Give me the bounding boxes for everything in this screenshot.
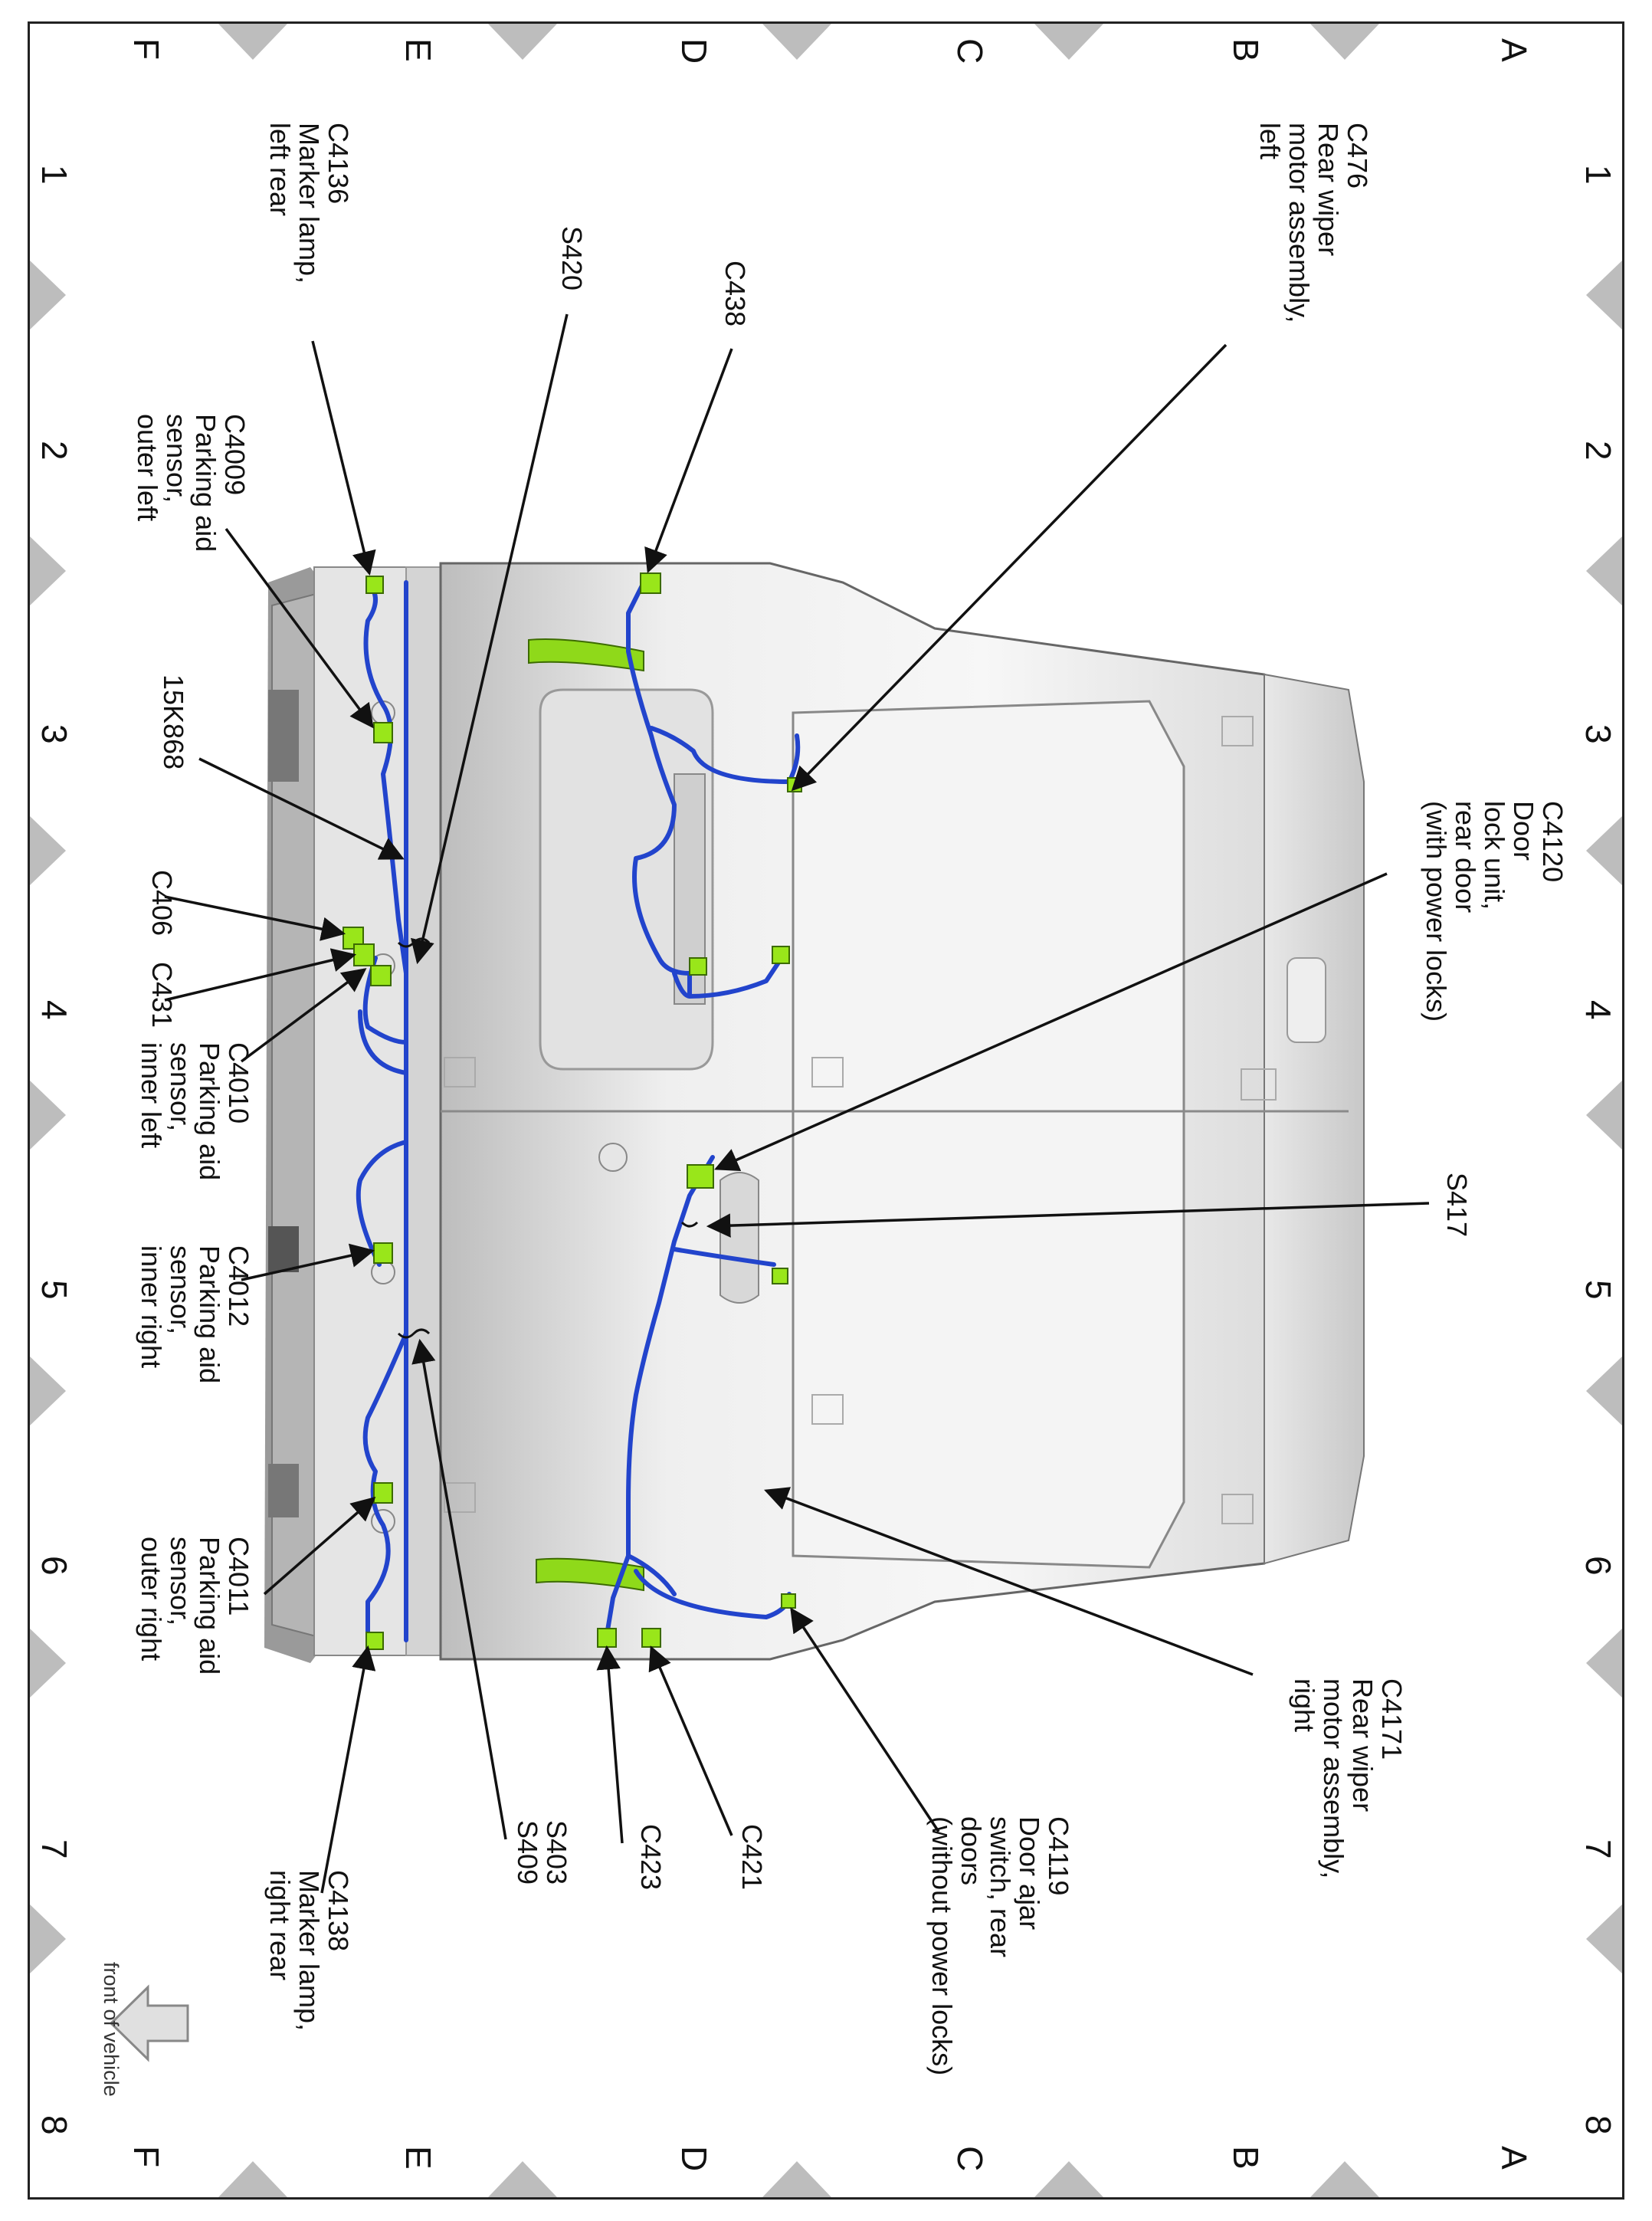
grid-col-label-3: 3	[1578, 724, 1618, 744]
callout-c4119: C4119 Door ajar switch, rear doors (with…	[926, 1816, 1074, 2076]
grid-marker	[30, 1081, 66, 1150]
vehicle-rear-view	[264, 562, 1365, 1663]
grid-row-label-f: F	[126, 38, 166, 61]
callout-s403: S403 S409	[512, 1820, 572, 1885]
grid-row-label-c: C	[950, 2146, 990, 2172]
diagram-frame	[28, 21, 1624, 2200]
callout-c438: C438	[719, 261, 751, 327]
callout-c4120: C4120 Door lock unit, rear door (with po…	[1421, 801, 1568, 1022]
callout-c423: C423	[635, 1824, 667, 1891]
grid-marker	[218, 24, 287, 60]
grid-row-label-a: A	[1494, 2146, 1534, 2170]
grid-marker	[30, 816, 66, 885]
callout-c4011: C4011 Parking aid sensor, outer right	[136, 1537, 254, 1675]
grid-col-label-2: 2	[34, 441, 74, 461]
grid-col-label-8: 8	[1578, 2115, 1618, 2135]
grid-col-label-7: 7	[1578, 1839, 1618, 1859]
grid-col-label-4: 4	[1578, 1000, 1618, 1020]
grid-row-label-b: B	[1226, 38, 1266, 62]
grid-row-label-f: F	[126, 2146, 166, 2168]
grid-marker	[1586, 1629, 1622, 1698]
callout-k868: 15K868	[158, 674, 189, 770]
grid-marker	[30, 1629, 66, 1698]
grid-col-label-1: 1	[1578, 165, 1618, 185]
grid-col-label-4: 4	[34, 1000, 74, 1020]
tail-badge	[1287, 957, 1326, 1043]
grid-marker	[1034, 2161, 1103, 2197]
grid-marker	[1586, 1904, 1622, 1973]
callout-c406: C406	[146, 870, 178, 937]
callout-c431: C431	[146, 962, 178, 1028]
rear-window	[792, 700, 1185, 1569]
grid-col-label-7: 7	[34, 1839, 74, 1859]
grid-marker	[30, 1904, 66, 1973]
callout-s417: S417	[1441, 1173, 1473, 1238]
grid-marker	[1586, 1081, 1622, 1150]
grid-col-label-5: 5	[34, 1280, 74, 1300]
grid-row-label-d: D	[674, 38, 714, 64]
callout-c476: C476 Rear wiper motor assembly, left	[1254, 123, 1373, 323]
grid-col-label-1: 1	[34, 165, 74, 185]
connectors	[343, 572, 802, 1650]
grid-marker	[1586, 261, 1622, 330]
grid-row-label-b: B	[1226, 2146, 1266, 2170]
grid-row-label-a: A	[1494, 38, 1534, 62]
callout-c4009: C4009 Parking aid sensor, outer left	[132, 414, 251, 553]
grid-marker	[30, 261, 66, 330]
callout-c4136: C4136 Marker lamp, left rear	[264, 123, 354, 284]
grid-row-label-c: C	[950, 38, 990, 64]
grid-marker	[762, 24, 831, 60]
grid-markers	[30, 24, 1622, 2197]
grid-marker	[1586, 536, 1622, 605]
grid-marker	[488, 2161, 557, 2197]
grid-col-label-3: 3	[34, 724, 74, 744]
grid-marker	[1586, 816, 1622, 885]
front-of-vehicle-arrow	[109, 1984, 189, 2062]
grid-marker	[1034, 24, 1103, 60]
callout-c421: C421	[736, 1824, 768, 1891]
grid-marker	[488, 24, 557, 60]
splice-marks	[397, 937, 699, 1339]
door-handle	[719, 1172, 759, 1304]
grid-col-label-5: 5	[1578, 1280, 1618, 1300]
grid-col-label-8: 8	[34, 2115, 74, 2135]
grid-marker	[30, 1357, 66, 1425]
grid-row-label-e: E	[398, 2146, 438, 2170]
grid-marker	[1310, 24, 1379, 60]
roof-edge	[1264, 673, 1365, 1565]
step-ledge	[405, 566, 441, 1656]
hinge-left	[528, 638, 644, 672]
grid-col-label-6: 6	[34, 1556, 74, 1576]
grid-row-label-d: D	[674, 2146, 714, 2172]
callout-c4010: C4010 Parking aid sensor, inner left	[136, 1042, 254, 1181]
callout-c4138: C4138 Marker lamp, right rear	[264, 1870, 354, 2032]
leader-lines	[164, 313, 1430, 1894]
front-of-vehicle-note: front of vehicle	[100, 1962, 123, 2097]
grid-col-label-6: 6	[1578, 1556, 1618, 1576]
callout-s420: S420	[556, 226, 588, 291]
handle-recess	[539, 688, 714, 1071]
grid-marker	[1310, 2161, 1379, 2197]
grid-marker	[1586, 1357, 1622, 1425]
callout-c4012: C4012 Parking aid sensor, inner right	[136, 1245, 254, 1384]
grid-marker	[762, 2161, 831, 2197]
grid-col-label-2: 2	[1578, 441, 1618, 461]
grid-marker	[30, 536, 66, 605]
grid-marker	[218, 2161, 287, 2197]
handle-bar	[674, 773, 706, 1005]
callout-c4171: C4171 Rear wiper motor assembly, right	[1289, 1678, 1408, 1879]
grid-row-label-e: E	[398, 38, 438, 62]
